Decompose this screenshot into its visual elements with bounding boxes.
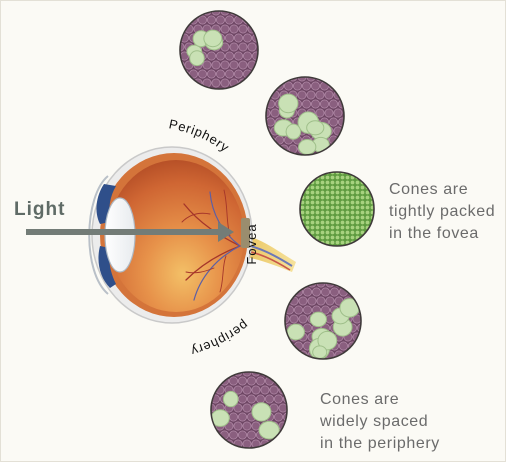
fovea-label: Fovea <box>244 223 259 264</box>
cone-mosaic-fovea <box>300 172 374 246</box>
fovea-caption-line-2: tightly packed <box>389 201 495 222</box>
cone-mosaic-top <box>176 7 261 89</box>
periphery-caption-line-3: in the periphery <box>320 433 440 454</box>
periphery-caption-line-1: Cones are <box>320 389 399 410</box>
periphery-caption-line-2: widely spaced <box>320 411 428 432</box>
cone-mosaic-bottom <box>207 368 292 448</box>
cone-mosaic-upper-mid <box>262 73 347 155</box>
cone-mosaic-lower-mid <box>281 279 366 359</box>
fovea-caption-line-1: Cones are <box>389 179 468 200</box>
fovea-caption-line-3: in the fovea <box>389 223 479 244</box>
periphery-bottom-label: periphery <box>189 318 252 360</box>
light-label: Light <box>14 199 65 221</box>
